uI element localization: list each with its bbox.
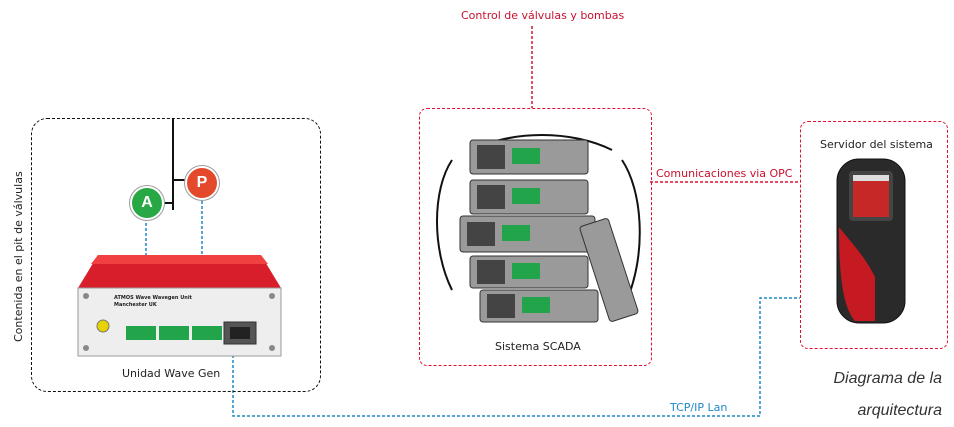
wave-gen-device bbox=[77, 255, 282, 357]
server-box bbox=[800, 121, 948, 349]
diagram-caption-line1: Diagrama de la bbox=[833, 370, 943, 387]
device-label-line2: Manchester UK bbox=[114, 302, 157, 308]
server-caption: Servidor del sistema bbox=[820, 138, 933, 151]
lan-link-line bbox=[232, 297, 800, 417]
opc-link-label: Comunicaciones via OPC bbox=[656, 167, 793, 180]
lan-link-label: TCP/IP Lan bbox=[670, 401, 728, 414]
device-label-line1: ATMOS Wave Wavegen Unit bbox=[114, 295, 192, 301]
wave-gen-caption: Unidad Wave Gen bbox=[122, 367, 221, 380]
sensor-a: A bbox=[130, 186, 164, 220]
valve-pump-control-label: Control de válvulas y bombas bbox=[461, 9, 625, 22]
scada-box bbox=[419, 108, 652, 366]
server-tower bbox=[836, 158, 906, 324]
sensor-p: P bbox=[185, 166, 219, 200]
diagram-caption-line2: arquitectura bbox=[857, 402, 943, 419]
diagram-caption: Diagrama de la arquitectura bbox=[834, 363, 943, 427]
pit-vertical-label: Contenida en el pit de válvulas bbox=[12, 171, 25, 342]
wave-gen-enclosure bbox=[31, 118, 321, 392]
scada-racks bbox=[436, 134, 641, 323]
rack-units bbox=[459, 139, 639, 323]
scada-caption: Sistema SCADA bbox=[495, 340, 581, 353]
